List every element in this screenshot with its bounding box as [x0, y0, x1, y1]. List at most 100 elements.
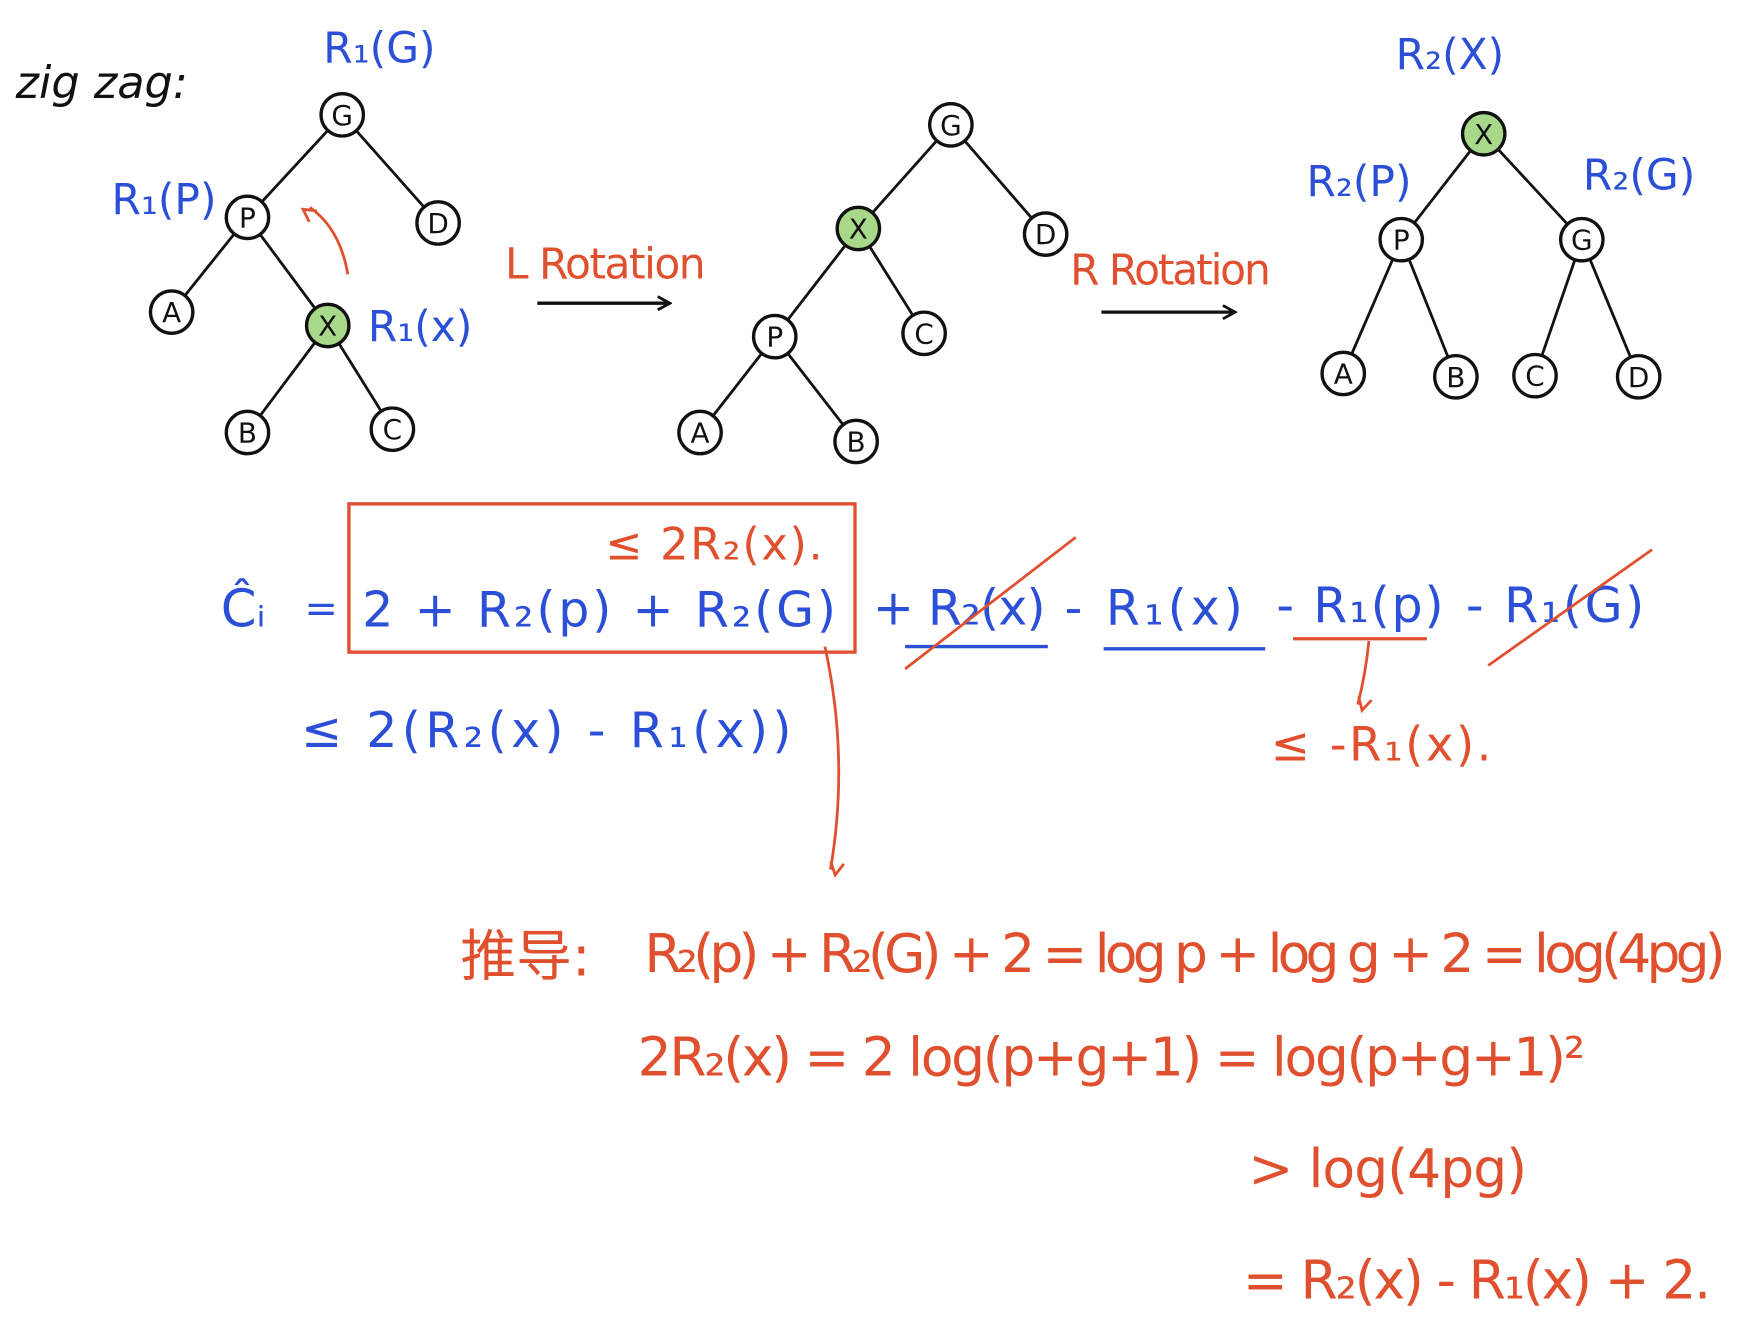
- node-label: B: [238, 417, 257, 450]
- node-circle: [751, 313, 798, 360]
- tree-node-a: A: [1320, 350, 1367, 397]
- node-label: P: [766, 321, 783, 354]
- left-rotation-label: L Rotation: [505, 240, 706, 289]
- r1p-down-arrow: [1356, 640, 1369, 705]
- box-note: ≤ 2R₂(x).: [605, 519, 822, 571]
- node-circle: [901, 310, 947, 357]
- node-circle: [304, 302, 351, 349]
- rank-label-p: R₂(P): [1306, 157, 1411, 206]
- derivation-line-3: > log(4pg): [1249, 1137, 1528, 1200]
- node-label: C: [914, 317, 933, 350]
- tree-edge: [1533, 239, 1584, 377]
- rotation-hint-arrow: [310, 206, 350, 275]
- boxed-term: 2 + R₂(p) + R₂(G): [362, 580, 836, 638]
- title: zig zag:: [15, 57, 188, 109]
- tree-node-x: X: [304, 302, 351, 349]
- node-circle: [928, 102, 974, 148]
- tree-node-p: P: [1378, 216, 1425, 263]
- tree-node-b: B: [833, 418, 879, 465]
- node-circle: [319, 91, 366, 138]
- tree-node-a: A: [148, 289, 195, 335]
- node-label: A: [1334, 357, 1353, 390]
- tree-edge: [1580, 239, 1640, 378]
- node-label: X: [849, 213, 868, 246]
- node-label: D: [427, 207, 448, 240]
- derivation-label: 推导:: [460, 924, 590, 989]
- node-label: D: [1628, 361, 1649, 394]
- node-circle: [1512, 352, 1558, 399]
- tree-node-d: D: [1615, 353, 1662, 400]
- node-label: B: [1446, 361, 1465, 394]
- tree-node-x: X: [1460, 110, 1507, 157]
- tree-node-x: X: [835, 205, 882, 252]
- node-label: A: [691, 417, 710, 450]
- tree-edge: [341, 113, 440, 224]
- tree-node-p: P: [751, 313, 798, 360]
- tree-node-p: P: [224, 194, 271, 241]
- node-label: B: [847, 425, 866, 458]
- formula-lhs: Ĉᵢ: [221, 577, 266, 639]
- node-circle: [835, 205, 882, 252]
- tree-edge: [857, 123, 952, 230]
- derivation-line-1: R₂(p) + R₂(G) + 2 = log p + log g + 2 = …: [644, 922, 1725, 985]
- rank-label-p: R₁(P): [111, 175, 216, 224]
- node-circle: [1433, 353, 1479, 400]
- node-label: P: [1393, 224, 1410, 257]
- tree-2: G X D P C A B: [677, 102, 1069, 465]
- node-circle: [1378, 216, 1425, 263]
- node-circle: [369, 406, 416, 453]
- tree-node-g: G: [1558, 216, 1605, 263]
- node-label: G: [1571, 224, 1593, 257]
- tree-3: X P G A B C D R₂(X) R₂(P) R₂(G): [1306, 30, 1695, 400]
- node-circle: [1022, 211, 1069, 257]
- node-label: D: [1035, 218, 1056, 251]
- node-circle: [1460, 110, 1507, 157]
- tree-node-c: C: [369, 406, 416, 453]
- bound-line: ≤ 2(R₂(x) - R₁(x)): [301, 701, 791, 759]
- tree-edge: [1341, 239, 1403, 375]
- r1p-note: ≤ -R₁(x).: [1271, 718, 1492, 772]
- tree-node-d: D: [1022, 211, 1069, 257]
- tree-edge: [246, 113, 344, 219]
- tree-node-c: C: [1512, 352, 1558, 399]
- strike-r1g: [1487, 548, 1653, 667]
- right-rotation-label: R Rotation: [1070, 245, 1271, 294]
- tree-edge: [1482, 132, 1583, 241]
- term-r1p: - R₁(p): [1276, 576, 1443, 634]
- tree-node-g: G: [319, 91, 366, 138]
- node-circle: [224, 409, 271, 456]
- rank-label-x: R₁(x): [368, 302, 473, 351]
- node-label: G: [331, 99, 353, 132]
- node-label: X: [318, 310, 337, 343]
- tree-node-b: B: [224, 409, 271, 456]
- tree-edge: [1399, 239, 1458, 378]
- node-circle: [833, 418, 879, 465]
- rank-label-g: R₂(G): [1583, 151, 1695, 200]
- derivation-arrow: [823, 646, 839, 870]
- boxed-term-frame: [347, 502, 857, 654]
- node-circle: [415, 200, 461, 246]
- node-circle: [1320, 350, 1367, 397]
- node-label: P: [239, 201, 256, 234]
- derivation-line-2: 2R₂(x) = 2 log(p+g+1) = log(p+g+1)²: [638, 1026, 1586, 1089]
- node-label: C: [1525, 360, 1544, 393]
- node-label: G: [940, 109, 962, 142]
- node-label: X: [1474, 118, 1493, 151]
- node-circle: [677, 409, 723, 456]
- node-label: C: [383, 413, 402, 446]
- node-circle: [1615, 353, 1662, 400]
- tree-node-g: G: [928, 102, 974, 148]
- node-circle: [224, 194, 271, 241]
- node-label: A: [162, 296, 181, 329]
- tree-node-c: C: [901, 310, 947, 357]
- tree-1: G P D A X B C R₁(G) R₁(P) R₁(x): [111, 23, 473, 456]
- rank-label-x: R₂(X): [1396, 30, 1504, 79]
- trees: G P D A X B C R₁(G) R₁(P) R₁(x) G X D P C A B X P G A B C D R₂(X…: [111, 23, 1695, 465]
- tree-edge: [949, 123, 1047, 236]
- term-r1x: - R₁(x): [1065, 578, 1243, 636]
- rank-label-g: R₁(G): [323, 23, 435, 72]
- tree-node-b: B: [1433, 353, 1479, 400]
- node-circle: [1558, 216, 1605, 263]
- derivation-line-4: = R₂(x) - R₁(x) + 2.: [1243, 1249, 1711, 1312]
